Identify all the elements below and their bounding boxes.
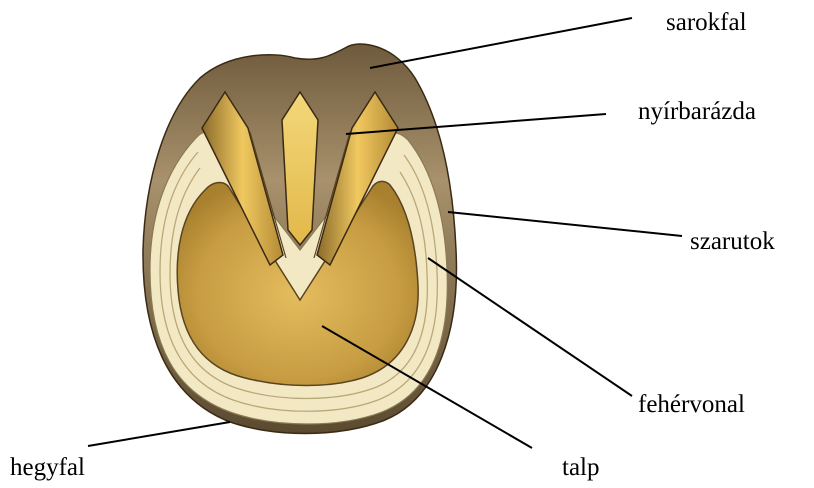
leader-fehervonal [428, 258, 632, 396]
label-talp: talp [562, 455, 600, 480]
label-fehervonal: fehérvonal [638, 392, 745, 417]
label-nyirbarazda: nyírbarázda [638, 99, 756, 124]
label-sarokfal: sarokfal [666, 10, 747, 35]
leader-sarokfal [370, 18, 632, 68]
label-szarutok: szarutok [690, 229, 775, 254]
label-hegyfal: hegyfal [10, 455, 85, 480]
leader-szarutok [448, 212, 682, 236]
leader-hegyfal [88, 422, 230, 446]
frog [282, 92, 318, 245]
